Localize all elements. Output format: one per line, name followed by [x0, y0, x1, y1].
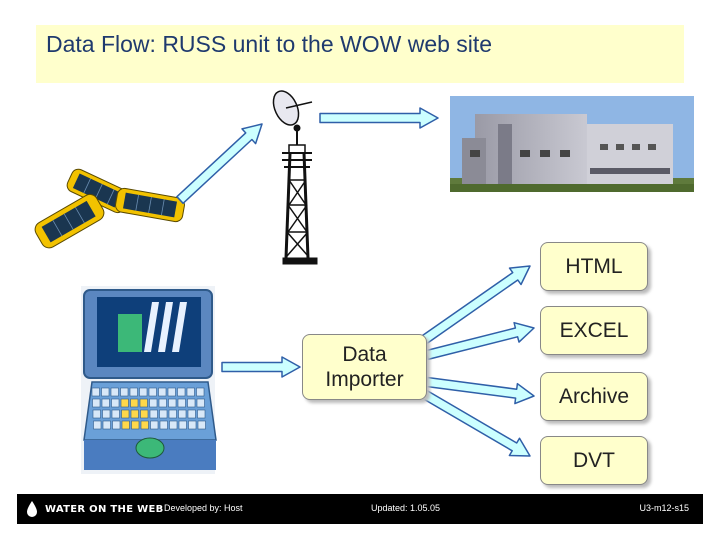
water-drop-icon	[27, 501, 37, 517]
keyboard-key	[158, 387, 167, 397]
flow-arrows	[176, 107, 535, 457]
keyboard-key	[92, 409, 101, 419]
keyboard-key	[101, 387, 110, 397]
computer-image	[81, 286, 217, 474]
keyboard-key	[187, 398, 196, 408]
footer-updated: Updated: 1.05.05	[371, 503, 441, 513]
keyboard-key	[129, 387, 138, 397]
keyboard-key	[187, 409, 196, 419]
keyboard-key	[149, 409, 158, 419]
keyboard-key	[177, 387, 186, 397]
keyboard-key	[178, 409, 187, 419]
keyboard-key	[139, 398, 148, 408]
title-banner: Data Flow: RUSS unit to the WOW web site	[36, 25, 684, 83]
html-output-box: HTML	[540, 242, 648, 291]
arrow-computer-to-importer	[221, 356, 301, 378]
arrow-importer-to-archive	[425, 376, 535, 405]
archive-output-box: Archive	[540, 372, 648, 421]
dvt-output-box: DVT	[540, 436, 648, 485]
arrow-importer-to-dvt	[420, 389, 531, 457]
arrow-importer-to-excel	[425, 321, 535, 361]
keyboard-key	[139, 387, 148, 397]
keyboard-key	[112, 420, 121, 430]
keyboard-key	[121, 420, 130, 430]
russ-unit-image	[34, 168, 185, 249]
keyboard-key	[121, 409, 130, 419]
arrow-importer-to-html	[420, 265, 531, 345]
keyboard-key	[101, 398, 110, 408]
footer-logo-text: WATER ON THE WEB	[45, 503, 164, 515]
keyboard-key	[149, 398, 158, 408]
keyboard-key	[197, 420, 206, 430]
excel-output-box: EXCEL	[540, 306, 648, 355]
keyboard-key	[158, 398, 167, 408]
keyboard-key	[111, 409, 120, 419]
page-title: Data Flow: RUSS unit to the WOW web site	[46, 31, 493, 57]
keyboard-key	[120, 398, 129, 408]
footer-logo: WATER ON THE WEB	[25, 498, 164, 520]
footer-developed-by: Developed by: Host	[164, 503, 243, 513]
keyboard-key	[130, 409, 139, 419]
keyboard-key	[102, 409, 111, 419]
keyboard-key	[91, 387, 100, 397]
footer-bar: WATER ON THE WEB Developed by: Host Upda…	[17, 494, 703, 524]
keyboard-key	[159, 420, 168, 430]
footer-slide-code: U3-m12-s15	[639, 503, 689, 513]
keyboard-key	[177, 398, 186, 408]
keyboard-key	[148, 387, 157, 397]
keyboard-key	[110, 387, 119, 397]
keyboard-key	[140, 420, 149, 430]
keyboard-key	[111, 398, 120, 408]
arrow-russ-to-tower	[176, 123, 263, 205]
keyboard-key	[131, 420, 140, 430]
keyboard-key	[93, 420, 102, 430]
keyboard-key	[168, 398, 177, 408]
keyboard-key	[178, 420, 187, 430]
arrow-tower-to-building	[319, 107, 439, 129]
keyboard-key	[102, 420, 111, 430]
server-building-image	[450, 96, 694, 192]
keyboard-key	[168, 409, 177, 419]
antenna-tower-icon	[272, 90, 318, 265]
keyboard-key	[186, 387, 195, 397]
keyboard-key	[130, 398, 139, 408]
keyboard-key	[169, 420, 178, 430]
keyboard-key	[140, 409, 149, 419]
data-importer-box: Data Importer	[302, 334, 427, 400]
keyboard-key	[197, 409, 206, 419]
keyboard-key	[196, 398, 205, 408]
keyboard-key	[120, 387, 129, 397]
keyboard-key	[159, 409, 168, 419]
keyboard-key	[150, 420, 159, 430]
keyboard-key	[167, 387, 176, 397]
keyboard-key	[196, 387, 205, 397]
keyboard-key	[188, 420, 197, 430]
keyboard-key	[92, 398, 101, 408]
